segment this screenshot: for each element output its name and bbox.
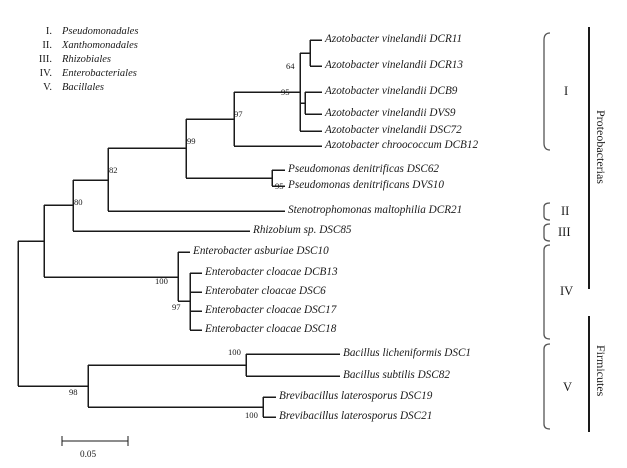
legend-numeral: II.: [42, 40, 52, 51]
legend-item: I. Pseudomonadales: [18, 26, 198, 40]
taxon-label: Pseudomonas denitrificas DSC62: [288, 163, 440, 175]
taxon-label: Azotobacter vinelandii DCR13: [325, 59, 463, 71]
taxon-label: Brevibacillus laterosporus DSC21: [279, 410, 433, 422]
bootstrap-value: 97: [234, 109, 243, 119]
taxon-label: Stenotrophomonas maltophilia DCR21: [288, 204, 463, 216]
legend-order-name: Rhizobiales: [62, 54, 111, 65]
taxon-label: Bacillus licheniformis DSC1: [343, 347, 472, 359]
taxon-label: Bacillus subtilis DSC82: [343, 369, 450, 381]
legend-numeral: IV.: [39, 68, 52, 79]
legend-order-name: Enterobacteriales: [62, 68, 137, 79]
bootstrap-value: 100: [245, 410, 258, 420]
order-legend: I. Pseudomonadales II. Xanthomonadales I…: [18, 26, 198, 96]
legend-numeral: V.: [43, 82, 52, 93]
bootstrap-value: 100: [155, 276, 168, 286]
taxon-label: Azotobacter vinelandii DVS9: [325, 107, 456, 119]
group-numeral-iv: IV: [560, 284, 574, 298]
bracket-group-ii: [543, 202, 551, 221]
legend-item: IV. Enterobacteriales: [18, 68, 198, 82]
bootstrap-value: 97: [172, 302, 181, 312]
bootstrap-value: 82: [109, 165, 118, 175]
taxon-label: Azotobacter chroococcum DCB12: [325, 139, 479, 151]
scale-bar-label: 0.05: [80, 449, 97, 459]
bootstrap-value: 64: [286, 61, 295, 71]
bracket-group-iv: [543, 244, 551, 340]
bootstrap-value: 99: [187, 136, 196, 146]
taxon-label: Enterobacter asburiae DSC10: [193, 245, 329, 257]
legend-numeral: I.: [45, 26, 52, 37]
group-numeral-iii: III: [558, 225, 571, 239]
taxon-label: Pseudomonas denitrificans DVS10: [288, 179, 444, 191]
bracket-group-v: [543, 343, 551, 430]
legend-order-name: Bacillales: [62, 82, 104, 93]
bracket-group-iii: [543, 223, 551, 242]
legend-numeral: III.: [38, 54, 52, 65]
taxon-label: Azotobacter vinelandii DSC72: [325, 124, 462, 136]
bootstrap-value: 95: [275, 181, 284, 191]
bootstrap-value: 80: [74, 197, 83, 207]
legend-order-name: Pseudomonadales: [62, 26, 139, 37]
legend-item: II. Xanthomonadales: [18, 40, 198, 54]
bracket-group-i: [543, 32, 551, 151]
bootstrap-value: 95: [281, 87, 290, 97]
taxon-label: Azotobacter vinelandii DCR11: [325, 33, 463, 45]
group-numeral-v: V: [563, 380, 573, 394]
legend-item: III. Rhizobiales: [18, 54, 198, 68]
taxon-label: Enterobacter cloacae DSC18: [205, 323, 337, 335]
taxon-label: Rhizobium sp. DSC85: [253, 224, 352, 236]
legend-item: V. Bacillales: [18, 82, 198, 96]
phylum-label-proteobacterias: Proteobacterias: [594, 110, 608, 184]
bootstrap-value: 98: [69, 387, 78, 397]
taxon-label: Enterobacter cloacae DSC17: [205, 304, 337, 316]
group-numeral-ii: II: [561, 204, 570, 218]
taxon-label: Enterobacter cloacae DCB13: [205, 266, 338, 278]
group-numeral-i: I: [564, 84, 569, 98]
bootstrap-value: 100: [228, 347, 241, 357]
taxon-label: Enterobater cloacae DSC6: [205, 285, 326, 297]
taxon-label: Azotobacter vinelandii DCB9: [325, 85, 458, 97]
legend-order-name: Xanthomonadales: [62, 40, 138, 51]
taxon-label: Brevibacillus laterosporus DSC19: [279, 390, 433, 402]
phylum-label-firmicutes: Firmicutes: [594, 345, 608, 397]
